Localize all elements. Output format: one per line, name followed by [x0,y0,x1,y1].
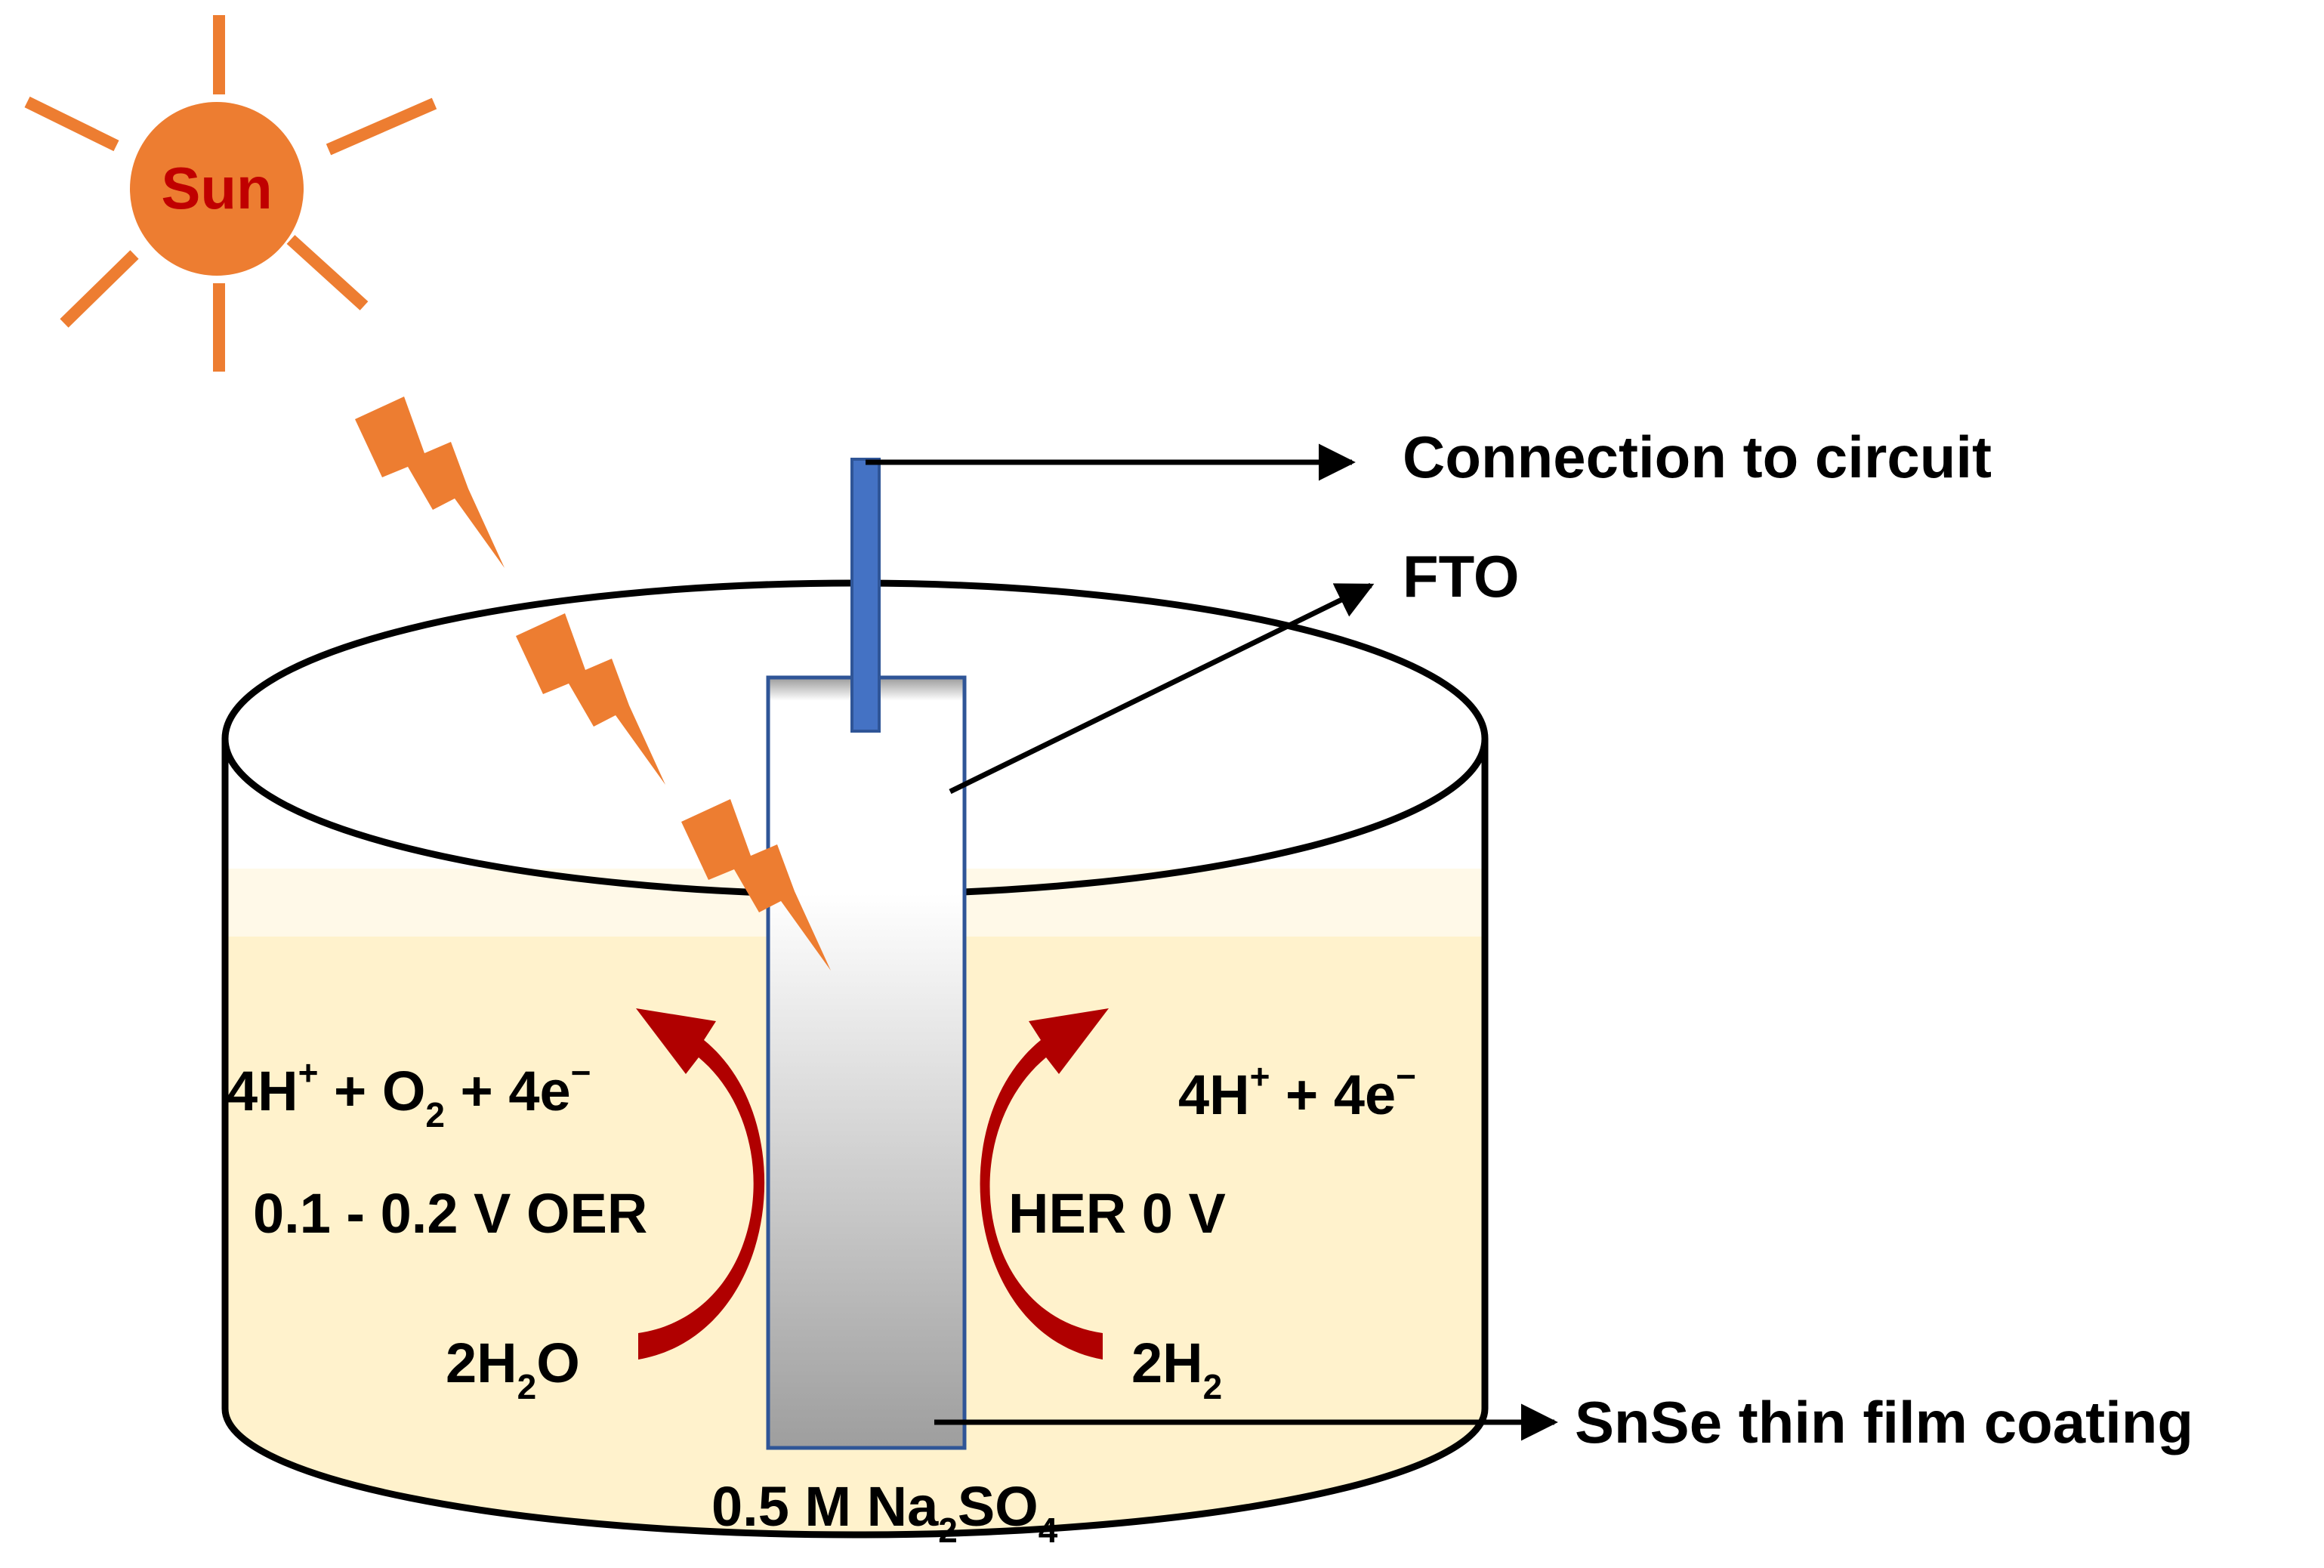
her-reactant: 2H2 [1131,1332,1222,1406]
electrolyte-label: 0.5 M Na2SO4 [711,1475,1058,1550]
oer-reactant: 2H2O [446,1332,580,1406]
lightning-bolt-icon [516,613,665,785]
lightning-bolt-icon [681,799,831,971]
sun-icon: Sun [24,15,437,372]
lightning-bolt-icon [355,397,505,568]
sun-disc [130,102,304,276]
coating-label: SnSe thin film coating [1575,1389,2193,1455]
fto-pointer-arrow [949,582,1375,795]
connection-label: Connection to circuit [1403,424,1992,490]
her-potential-label: HER 0 V [1008,1182,1226,1245]
connection-wire [850,458,881,733]
electrode-slide [766,675,967,1450]
lightning-bolts [355,397,831,971]
fto-label: FTO [1403,543,1520,610]
oer-potential-label: 0.1 - 0.2 V OER [253,1182,647,1245]
sun-rays [24,15,437,372]
sun-label: Sun [161,155,272,221]
her-curved-arrow-icon [980,1008,1109,1360]
beaker-bottom [221,1408,1489,1539]
oer-curved-arrow-icon [636,1008,765,1360]
oer-product-equation: 4H+ + O2 + 4e− [227,1053,591,1134]
her-product-equation: 4H+ + 4e− [1178,1057,1416,1126]
